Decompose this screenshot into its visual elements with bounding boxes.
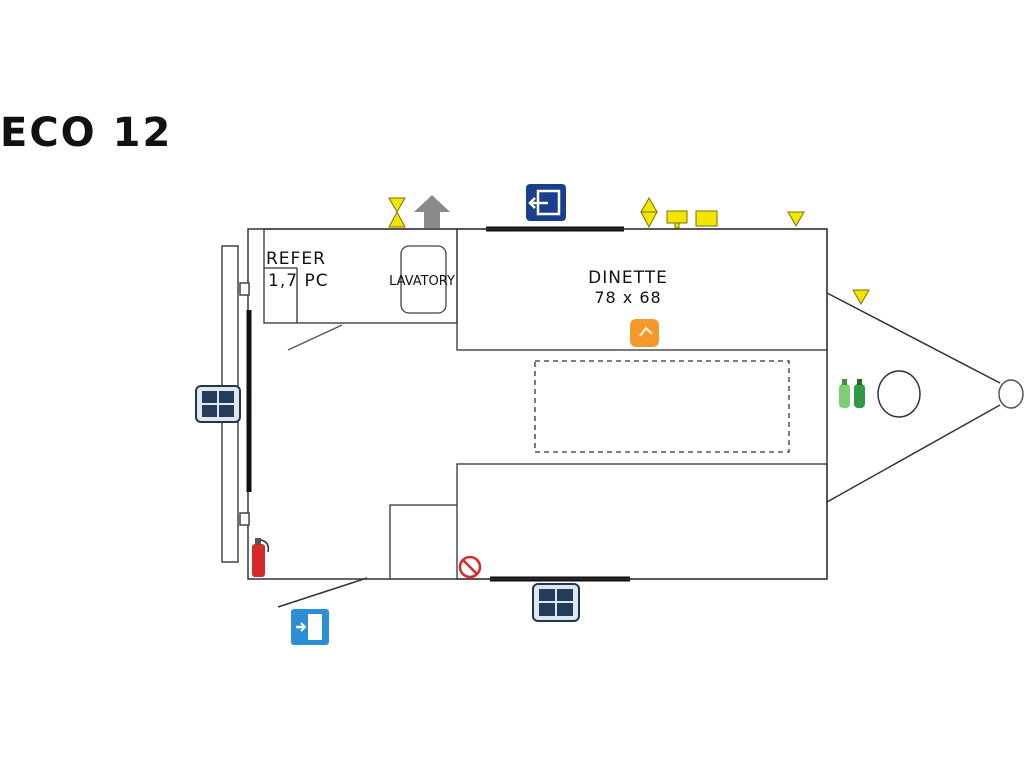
window-icon	[195, 385, 241, 423]
refer-capacity-label: 1,7 PC	[268, 271, 329, 291]
marker-light-icon	[695, 210, 718, 227]
gas-bottle-icon	[839, 379, 865, 408]
no-smoking-icon	[458, 555, 482, 579]
trailer-body	[247, 228, 828, 580]
dinette-bottom-bench	[456, 463, 828, 580]
fire-extinguisher-icon	[252, 538, 270, 577]
emergency-exit-icon	[526, 184, 566, 221]
heater-icon	[630, 319, 659, 347]
dinette-label: DINETTE	[588, 268, 668, 288]
dinette-size-label: 78 x 68	[594, 288, 661, 307]
spare-wheel-icon	[877, 370, 921, 418]
refer-label: REFER	[266, 249, 326, 269]
entry-door-swing	[277, 577, 368, 608]
marker-light-icon	[852, 289, 870, 306]
marker-light-icon	[666, 210, 688, 229]
lavatory-label: LAVATORY	[389, 274, 455, 289]
dinette-top-bench	[456, 228, 828, 351]
marker-light-icon	[787, 211, 805, 228]
hitch-icon	[998, 379, 1024, 409]
counter-edge	[287, 324, 343, 351]
marker-light-icon	[640, 196, 658, 229]
drawbar	[826, 292, 1001, 503]
side-cabinet	[389, 504, 457, 579]
entry-door-icon	[291, 609, 329, 645]
window-icon	[532, 583, 580, 622]
roof-vent-arrow-icon	[414, 195, 450, 228]
toilet-icon	[400, 245, 447, 314]
page-title: ECO 12	[0, 110, 173, 156]
marker-light-icon	[388, 197, 406, 228]
dinette-table	[534, 360, 790, 453]
